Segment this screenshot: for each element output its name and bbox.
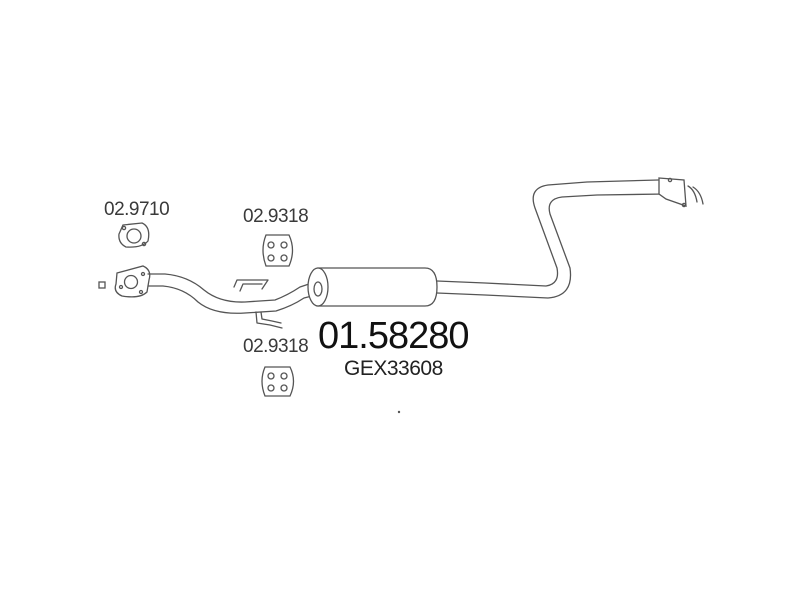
- inlet-flange: [114, 265, 151, 298]
- main-part-number: 01.58280: [318, 315, 469, 357]
- pipe-hanger-bracket: [233, 279, 283, 329]
- rear-pipe: [436, 179, 667, 299]
- rubber-hanger-lower-icon: [261, 366, 295, 397]
- rubber-hanger-upper-icon: [262, 234, 294, 267]
- square-marker: [98, 281, 106, 289]
- oe-reference-number: GEX33608: [344, 357, 443, 380]
- stray-dot: [397, 410, 401, 414]
- hanger-lower-part-number: 02.9318: [243, 336, 309, 357]
- front-pipe: [147, 273, 313, 314]
- gasket-icon: [118, 222, 150, 248]
- hanger-upper-part-number: 02.9318: [243, 206, 309, 227]
- outlet-flange: [658, 177, 704, 208]
- gasket-part-number: 02.9710: [104, 199, 170, 220]
- middle-silencer: [307, 267, 438, 307]
